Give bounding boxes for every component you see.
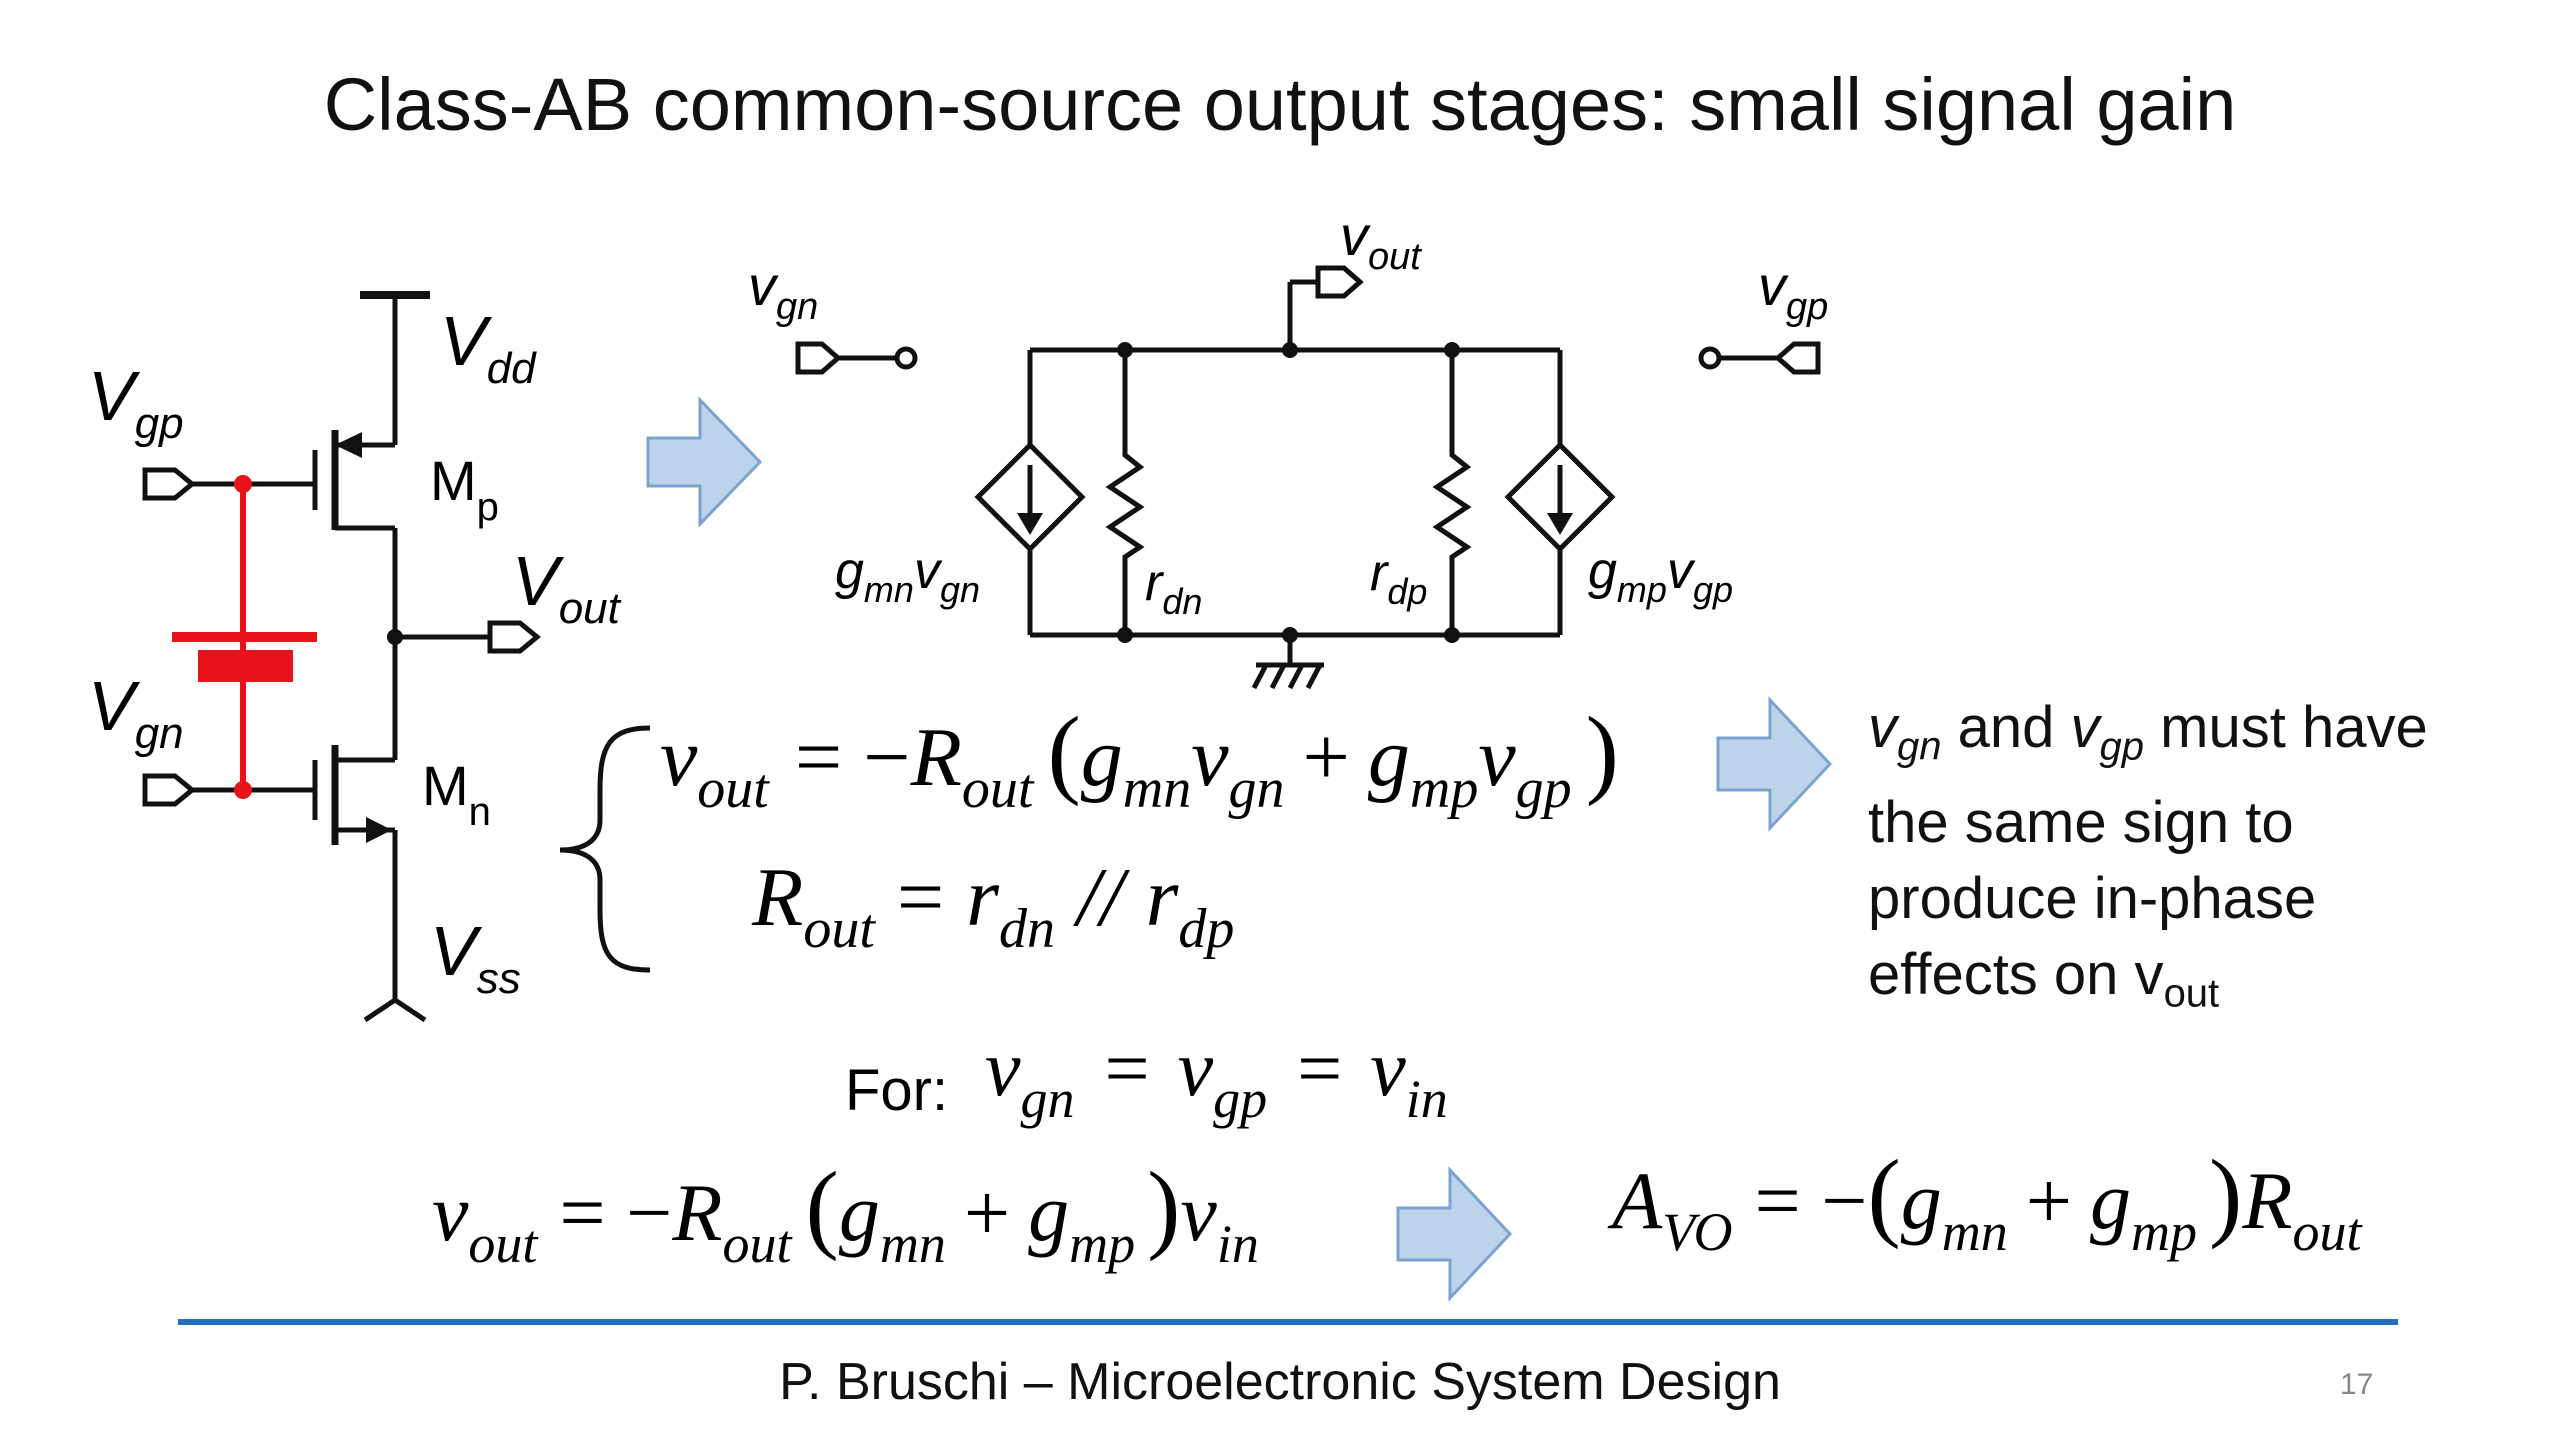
page-number: 17 <box>2340 1368 2373 1402</box>
vgn-label: Vgn <box>88 667 184 758</box>
vout-pin-icon <box>490 623 537 651</box>
note-line-3: produce in-phase <box>1868 861 2508 937</box>
mn-arrow-icon <box>366 817 392 843</box>
ss-vgp-label: vgp <box>1758 254 1828 328</box>
bias-battery <box>172 475 317 799</box>
gmp-vgp-label: gmpvgp <box>1588 542 1733 610</box>
vgp-label: Vgp <box>88 357 184 448</box>
ss-vout-label: vout <box>1340 204 1422 278</box>
vss-right <box>395 1000 425 1020</box>
equation-vout: vout= −Rout(gmnvgn+gmpvgp) <box>660 696 1619 820</box>
note-line-4: effects on vout <box>1868 937 2508 1032</box>
note-line-2: the same sign to <box>1868 785 2508 861</box>
equation-for: vgn=vgp=vin <box>985 1025 1448 1129</box>
ss-vout-pin-icon <box>1318 268 1360 296</box>
ss-vgn-terminal <box>897 349 915 367</box>
transistor-mp <box>315 430 395 760</box>
small-signal-circuit <box>798 268 1818 688</box>
equation-gain: vout= −Rout(gmn+gmp)vin <box>432 1151 1259 1274</box>
for-label: For: <box>845 1058 948 1123</box>
equation-avo: AVO= −(gmn+gmp)Rout <box>1607 1139 2363 1262</box>
mp-arrow-icon <box>335 432 362 458</box>
ss-vgp-pin-icon <box>1778 344 1818 372</box>
mp-label: Mp <box>430 449 499 529</box>
vdd-label: Vdd <box>440 302 537 393</box>
vss-label: Vss <box>430 912 521 1003</box>
vss-left <box>365 1000 395 1020</box>
arrow-right-icon-1 <box>648 400 760 524</box>
rdn-resistor-icon <box>1110 350 1140 635</box>
equation-brace <box>560 728 650 970</box>
equation-rout: Rout=rdn//rdp <box>751 851 1234 960</box>
rdp-resistor-icon <box>1437 350 1467 635</box>
ss-vgn-label: vgn <box>748 254 818 328</box>
note-line-1: vgn and vgp must have <box>1868 690 2508 785</box>
rdp-label: rdp <box>1370 544 1427 612</box>
arrow-right-icon-2 <box>1718 700 1830 828</box>
output-node-dot <box>387 629 403 645</box>
transistor-mn <box>315 745 395 1000</box>
rdn-label: rdn <box>1145 554 1202 622</box>
vgn-pin-icon <box>145 776 192 804</box>
sign-note: vgn and vgp must have the same sign to p… <box>1868 690 2508 1031</box>
vout-label: Vout <box>512 542 622 633</box>
mn-label: Mn <box>422 754 491 834</box>
gmn-vgn-label: gmnvgn <box>835 542 980 610</box>
ss-vgn-pin-icon <box>798 344 838 372</box>
footer-text: P. Bruschi – Microelectronic System Desi… <box>0 1352 2560 1412</box>
vgp-pin-icon <box>145 470 192 498</box>
arrow-right-icon-3 <box>1398 1170 1510 1298</box>
ss-vgp-terminal <box>1701 349 1719 367</box>
